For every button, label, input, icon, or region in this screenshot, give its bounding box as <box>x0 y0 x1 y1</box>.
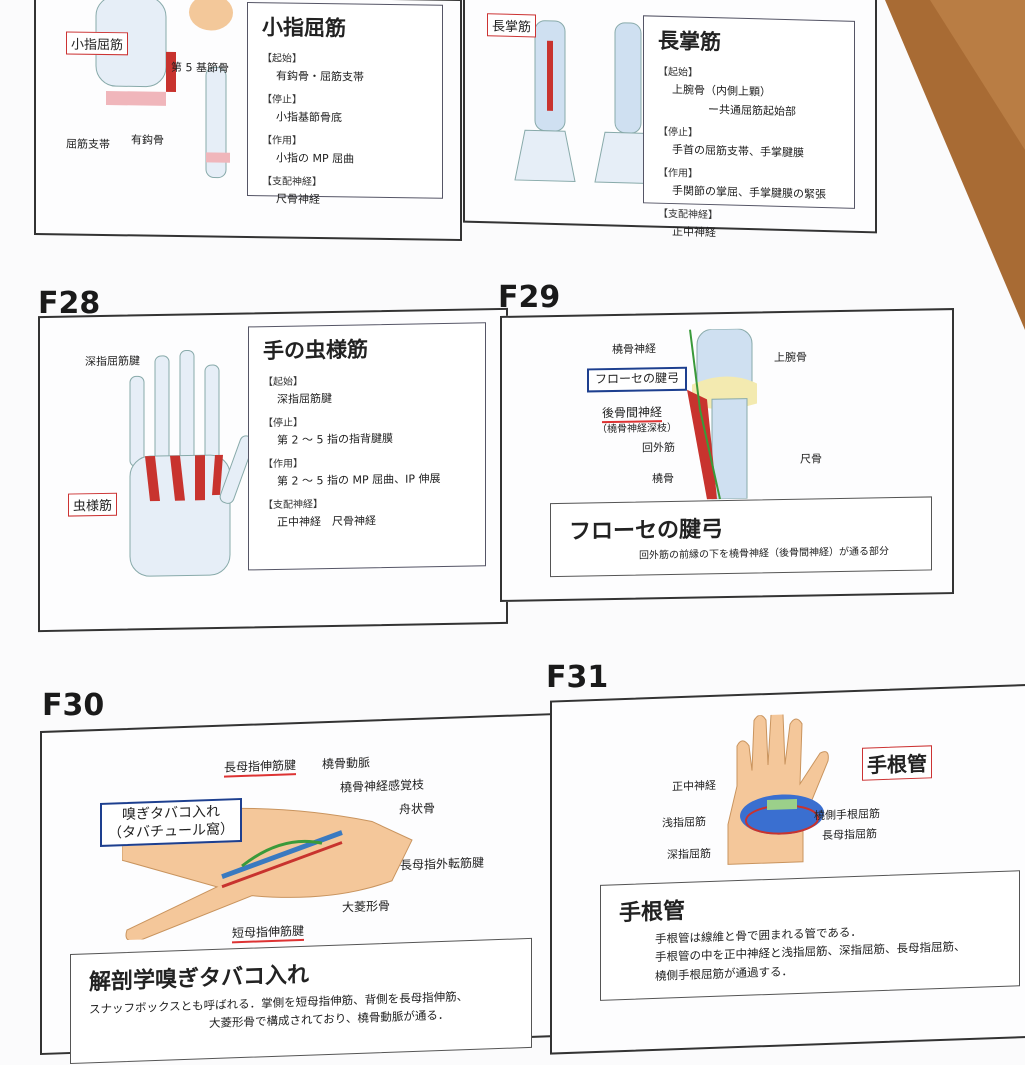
label-hamate: 有鈎骨 <box>131 133 164 147</box>
label-fds: 浅指屈筋 <box>662 815 706 830</box>
nerve-value: 正中神経 尺骨神経 <box>277 514 376 529</box>
section-insertion: 【停止】 <box>658 126 698 139</box>
label-carpal-tunnel: 手根管 <box>862 745 932 781</box>
muscle-title: 小指屈筋 <box>262 15 346 41</box>
action-value: 小指の MP 屈曲 <box>276 151 355 166</box>
muscle-title: 手の虫様筋 <box>263 337 368 364</box>
label-scaphoid: 舟状骨 <box>399 801 436 817</box>
caption-box: フローセの腱弓 回外筋の前縁の下を橈骨神経（後骨間神経）が通る部分 <box>550 496 932 578</box>
label-fpl: 長母指屈筋 <box>822 827 877 843</box>
section-insertion: 【停止】 <box>262 94 302 106</box>
section-nerve: 【支配神経】 <box>263 499 323 512</box>
label-radial-nerve: 橈骨神経 <box>612 342 656 357</box>
label-palmaris-longus: 長掌筋 <box>487 13 537 38</box>
caption-box: 手根管 手根管は線維と骨で囲まれる管である． 手根管の中を正中神経と浅指屈筋、深… <box>600 870 1020 1001</box>
label-lumbricals: 虫様筋 <box>68 492 118 517</box>
panel-little-finger-flexor: 小指屈筋 第 5 基節骨 屈筋支帯 有鈎骨 小指屈筋 【起始】 有鈎骨・屈筋支帯… <box>34 0 462 241</box>
section-action: 【作用】 <box>262 135 302 147</box>
panel-anatomical-snuffbox: 嗅ぎタバコ入れ（タバチュール窩） 長母指伸筋腱 橈骨動脈 橈骨神経感覚枝 舟状骨… <box>40 712 558 1064</box>
muscle-info-box: 手の虫様筋 【起始】 深指屈筋腱 【停止】 第 2 〜 5 指の指背腱膜 【作用… <box>248 322 486 571</box>
label-radius: 橈骨 <box>652 471 674 486</box>
figure-label-f29: F29 <box>498 280 561 315</box>
label-radial-artery: 橈骨動脈 <box>322 755 371 772</box>
label-apl-tendon: 長母指外転筋腱 <box>400 855 485 873</box>
label-snuffbox-sub: （タバチュール窩） <box>108 821 234 842</box>
insertion-value: 手首の屈筋支帯、手掌腱膜 <box>672 143 804 160</box>
origin-value: 深指屈筋腱 <box>277 391 332 406</box>
label-epb-tendon: 短母指伸筋腱 <box>232 921 305 944</box>
muscle-title: 長掌筋 <box>658 28 721 55</box>
label-epl-tendon: 長母指伸筋腱 <box>224 756 297 778</box>
section-action: 【作用】 <box>658 167 698 180</box>
label-snuffbox: 嗅ぎタバコ入れ（タバチュール窩） <box>100 797 242 848</box>
label-trapezium: 大菱形骨 <box>342 898 391 915</box>
label-supinator: 回外筋 <box>642 440 675 455</box>
insertion-value: 小指基節骨底 <box>276 110 342 125</box>
label-flexor-retinaculum: 屈筋支帯 <box>66 137 110 152</box>
section-origin: 【起始】 <box>262 53 302 65</box>
hand-carpal-tunnel-illustration <box>727 711 829 865</box>
origin-value: 有鈎骨・屈筋支帯 <box>276 69 364 84</box>
label-median-nerve: 正中神経 <box>672 778 716 794</box>
panel-arcade-of-frohse: 橈骨神経 上腕骨 フローセの腱弓 後骨間神経 （橈骨神経深枝） 回外筋 尺骨 橈… <box>500 308 954 602</box>
hand-lumbricals-illustration <box>129 349 255 577</box>
section-insertion: 【停止】 <box>263 417 303 430</box>
label-fcr: 橈側手根屈筋 <box>814 807 880 823</box>
label-deep-branch: （橈骨神経深枝） <box>597 422 677 436</box>
muscle-info-box: 小指屈筋 【起始】 有鈎骨・屈筋支帯 【停止】 小指基節骨底 【作用】 小指の … <box>247 1 443 206</box>
section-nerve: 【支配神経】 <box>262 176 322 189</box>
section-origin: 【起始】 <box>658 66 698 79</box>
figure-label-f31: F31 <box>546 660 609 695</box>
caption-title: フローセの腱弓 <box>569 517 724 545</box>
insertion-value: 第 2 〜 5 指の指背腱膜 <box>277 431 393 447</box>
label-superficial-radial-nerve: 橈骨神経感覚枝 <box>340 777 425 795</box>
label-ulna: 尺骨 <box>800 452 822 466</box>
muscle-info-box: 長掌筋 【起始】 上腕骨（内側上顆） ー共通屈筋起始部 【停止】 手首の屈筋支帯… <box>643 15 855 239</box>
label-humerus: 上腕骨 <box>774 350 807 365</box>
elbow-illustration <box>687 328 757 500</box>
hand-bones-illustration <box>95 0 233 179</box>
wooden-table-background <box>885 0 1025 330</box>
forearm-illustration <box>514 20 656 185</box>
label-fdp: 深指屈筋 <box>667 847 711 862</box>
label-fifth-phalanx: 第 5 基節骨 <box>171 60 229 75</box>
caption-box: 解剖学嗅ぎタバコ入れ スナッフボックスとも呼ばれる．掌側を短母指伸筋、背側を長母… <box>70 937 532 1064</box>
panel-lumbricals: 深指屈筋腱 虫様筋 手の虫様筋 【起始】 深指屈筋腱 【停止】 第 2 〜 5 … <box>38 307 508 633</box>
action-value: 手関節の掌屈、手掌腱膜の緊張 <box>672 184 826 202</box>
origin-value-2: ー共通屈筋起始部 <box>708 102 796 119</box>
caption-text: 回外筋の前縁の下を橈骨神経（後骨間神経）が通る部分 <box>639 546 889 562</box>
origin-value: 上腕骨（内側上顆） <box>672 83 771 99</box>
section-action: 【作用】 <box>263 458 303 471</box>
panel-palmaris-longus: 長掌筋 長掌筋 【起始】 上腕骨（内側上顆） ー共通屈筋起始部 【停止】 手首の… <box>463 0 877 239</box>
figure-label-f30: F30 <box>42 688 105 723</box>
nerve-value: 尺骨神経 <box>276 192 320 207</box>
section-origin: 【起始】 <box>263 376 303 389</box>
section-nerve: 【支配神経】 <box>658 208 718 222</box>
action-value: 第 2 〜 5 指の MP 屈曲、IP 伸展 <box>277 472 441 488</box>
label-arcade-of-frohse: フローセの腱弓 <box>587 366 688 393</box>
label-fdp-tendon: 深指屈筋腱 <box>85 354 140 369</box>
panel-carpal-tunnel: 手根管 正中神経 浅指屈筋 深指屈筋 橈側手根屈筋 長母指屈筋 手根管 手根管は… <box>550 683 1025 1055</box>
label-little-finger-flexor: 小指屈筋 <box>66 31 129 56</box>
